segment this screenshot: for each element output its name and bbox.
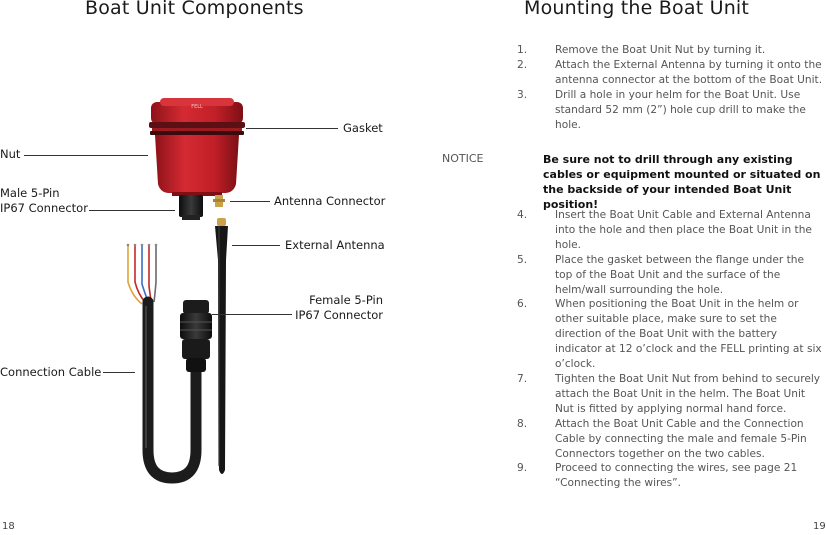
connection-cable-label: Connection Cable <box>0 365 102 379</box>
male-connector-label: Male 5-Pin IP67 Connector <box>0 186 88 216</box>
antenna-connector <box>213 195 225 207</box>
page-number-left: 18 <box>2 521 15 532</box>
male-connector <box>179 195 203 220</box>
notice-text: Be sure not to drill through any existin… <box>543 153 821 211</box>
step-number: 6. <box>517 298 528 311</box>
colored-wires <box>126 243 158 305</box>
list-item: 8. Attach the Boat Unit Cable and the Co… <box>517 417 823 462</box>
list-item: 4. Insert the Boat Unit Cable and Extern… <box>517 208 823 253</box>
step-text: Attach the Boat Unit Cable and the Conne… <box>555 417 807 460</box>
antenna-connector-leader-line <box>230 201 270 202</box>
nut-leader-line <box>24 155 148 156</box>
female-connector-leader-line <box>212 314 292 315</box>
external-antenna-leader-line <box>232 245 280 246</box>
step-text: Attach the External Antenna by turning i… <box>555 58 823 86</box>
step-text: Place the gasket between the flange unde… <box>555 253 805 296</box>
step-text: Proceed to connecting the wires, see pag… <box>555 462 798 490</box>
female-connector-label-line2: IP67 Connector <box>295 308 383 322</box>
male-connector-leader-line <box>89 210 175 211</box>
boat-unit-body: FELL <box>149 98 245 196</box>
male-connector-label-line2: IP67 Connector <box>0 201 88 215</box>
female-connector-label-line1: Female 5-Pin <box>309 293 383 307</box>
step-number: 2. <box>517 58 528 71</box>
step-number: 7. <box>517 372 528 385</box>
list-item: 5. Place the gasket between the flange u… <box>517 253 823 298</box>
steps-list-first: 1. Remove the Boat Unit Nut by turning i… <box>517 43 823 132</box>
list-item: 9. Proceed to connecting the wires, see … <box>517 461 823 491</box>
list-item: 2. Attach the External Antenna by turnin… <box>517 58 823 88</box>
step-text: When positioning the Boat Unit in the he… <box>555 298 822 371</box>
list-item: 7. Tighten the Boat Unit Nut from behind… <box>517 372 823 417</box>
antenna-connector-label: Antenna Connector <box>274 194 386 208</box>
notice-label: NOTICE <box>442 152 484 165</box>
list-item: 3. Drill a hole in your helm for the Boa… <box>517 88 823 133</box>
step-number: 9. <box>517 462 528 475</box>
list-item: 6. When positioning the Boat Unit in the… <box>517 297 823 372</box>
step-text: Insert the Boat Unit Cable and External … <box>555 209 812 251</box>
gasket-leader-line <box>246 128 338 129</box>
step-number: 3. <box>517 88 528 101</box>
left-page-title: Boat Unit Components <box>85 0 304 19</box>
right-page-title: Mounting the Boat Unit <box>524 0 750 19</box>
step-text: Tighten the Boat Unit Nut from behind to… <box>555 372 821 415</box>
step-number: 8. <box>517 417 528 430</box>
external-antenna-label: External Antenna <box>285 238 385 252</box>
step-number: 1. <box>517 44 528 56</box>
external-antenna <box>215 218 228 474</box>
connection-cable-leader-line <box>103 372 135 373</box>
female-connector-label: Female 5-Pin IP67 Connector <box>282 293 383 323</box>
boat-unit-illustration: FELL <box>126 98 245 484</box>
connection-cable <box>142 296 202 484</box>
svg-text:FELL: FELL <box>191 104 203 110</box>
gasket-label: Gasket <box>343 121 383 135</box>
step-number: 5. <box>517 253 528 266</box>
step-number: 4. <box>517 209 528 221</box>
female-connector <box>180 300 212 372</box>
list-item: 1. Remove the Boat Unit Nut by turning i… <box>517 43 823 58</box>
page-number-right: 19 <box>813 521 826 532</box>
step-text: Drill a hole in your helm for the Boat U… <box>555 88 806 131</box>
steps-list-second: 4. Insert the Boat Unit Cable and Extern… <box>517 208 823 491</box>
nut-label: Nut <box>0 147 21 161</box>
male-connector-label-line1: Male 5-Pin <box>0 186 60 200</box>
step-text: Remove the Boat Unit Nut by turning it. <box>555 44 766 56</box>
